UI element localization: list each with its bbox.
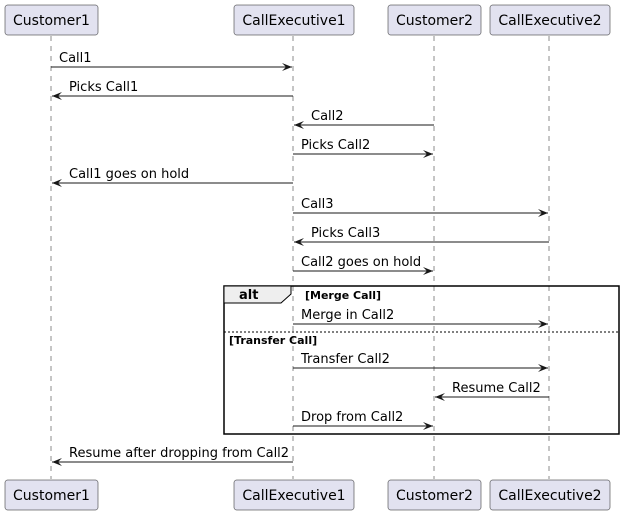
participant-callexecutive1-bottom: CallExecutive1 [233,479,355,511]
participant-box [387,4,482,36]
participant-box [489,4,611,36]
alt-guard-merge: [Merge Call] [305,289,381,302]
participant-label: Customer1 [13,13,90,29]
participant-label: Customer2 [396,13,473,29]
message-label: Drop from Call2 [301,410,403,425]
message-label: Call2 goes on hold [301,255,421,270]
participant-label: CallExecutive2 [498,488,601,504]
participant-box [4,4,99,36]
message-label: Call3 [301,197,334,212]
participant-box [233,4,355,36]
participant-customer2-bottom: Customer2 [387,479,482,511]
participant-callexecutive2: CallExecutive2 [489,4,611,36]
message-label: Transfer Call2 [300,352,390,367]
participant-callexecutive2-bottom: CallExecutive2 [489,479,611,511]
participant-label: CallExecutive1 [242,13,345,29]
participant-label: Customer2 [396,488,473,504]
message-label: Picks Call1 [69,80,138,95]
participant-label: CallExecutive1 [242,488,345,504]
participant-callexecutive1: CallExecutive1 [233,4,355,36]
message-label: Picks Call2 [301,138,370,153]
message-label: Call1 goes on hold [69,167,189,182]
participant-customer2: Customer2 [387,4,482,36]
alt-keyword: alt [239,288,258,303]
message-label: Resume Call2 [452,381,541,396]
message-label: Resume after dropping from Call2 [69,446,289,461]
messages: Call1 Picks Call1 Call2 Picks Call2 Call… [51,51,549,466]
participant-label: Customer1 [13,488,90,504]
participant-box [233,479,355,511]
alt-frame-border [223,285,620,435]
message-label: Call2 [311,109,344,124]
participant-label: CallExecutive2 [498,13,601,29]
participant-box [489,479,611,511]
alt-guard-transfer: [Transfer Call] [229,334,317,347]
message-label: Call1 [59,51,92,66]
participant-customer1: Customer1 [4,4,99,36]
participant-box [387,479,482,511]
participants-bottom: Customer1 CallExecutive1 Customer2 CallE… [4,479,611,511]
alt-frame-tab [223,285,292,304]
lifelines [50,36,550,479]
message-label: Merge in Call2 [301,308,394,323]
alt-frame: alt [Merge Call] [Transfer Call] [223,285,620,435]
participants-top: Customer1 CallExecutive1 Customer2 CallE… [4,4,611,36]
participant-box [4,479,99,511]
message-label: Picks Call3 [311,226,380,241]
participant-customer1-bottom: Customer1 [4,479,99,511]
